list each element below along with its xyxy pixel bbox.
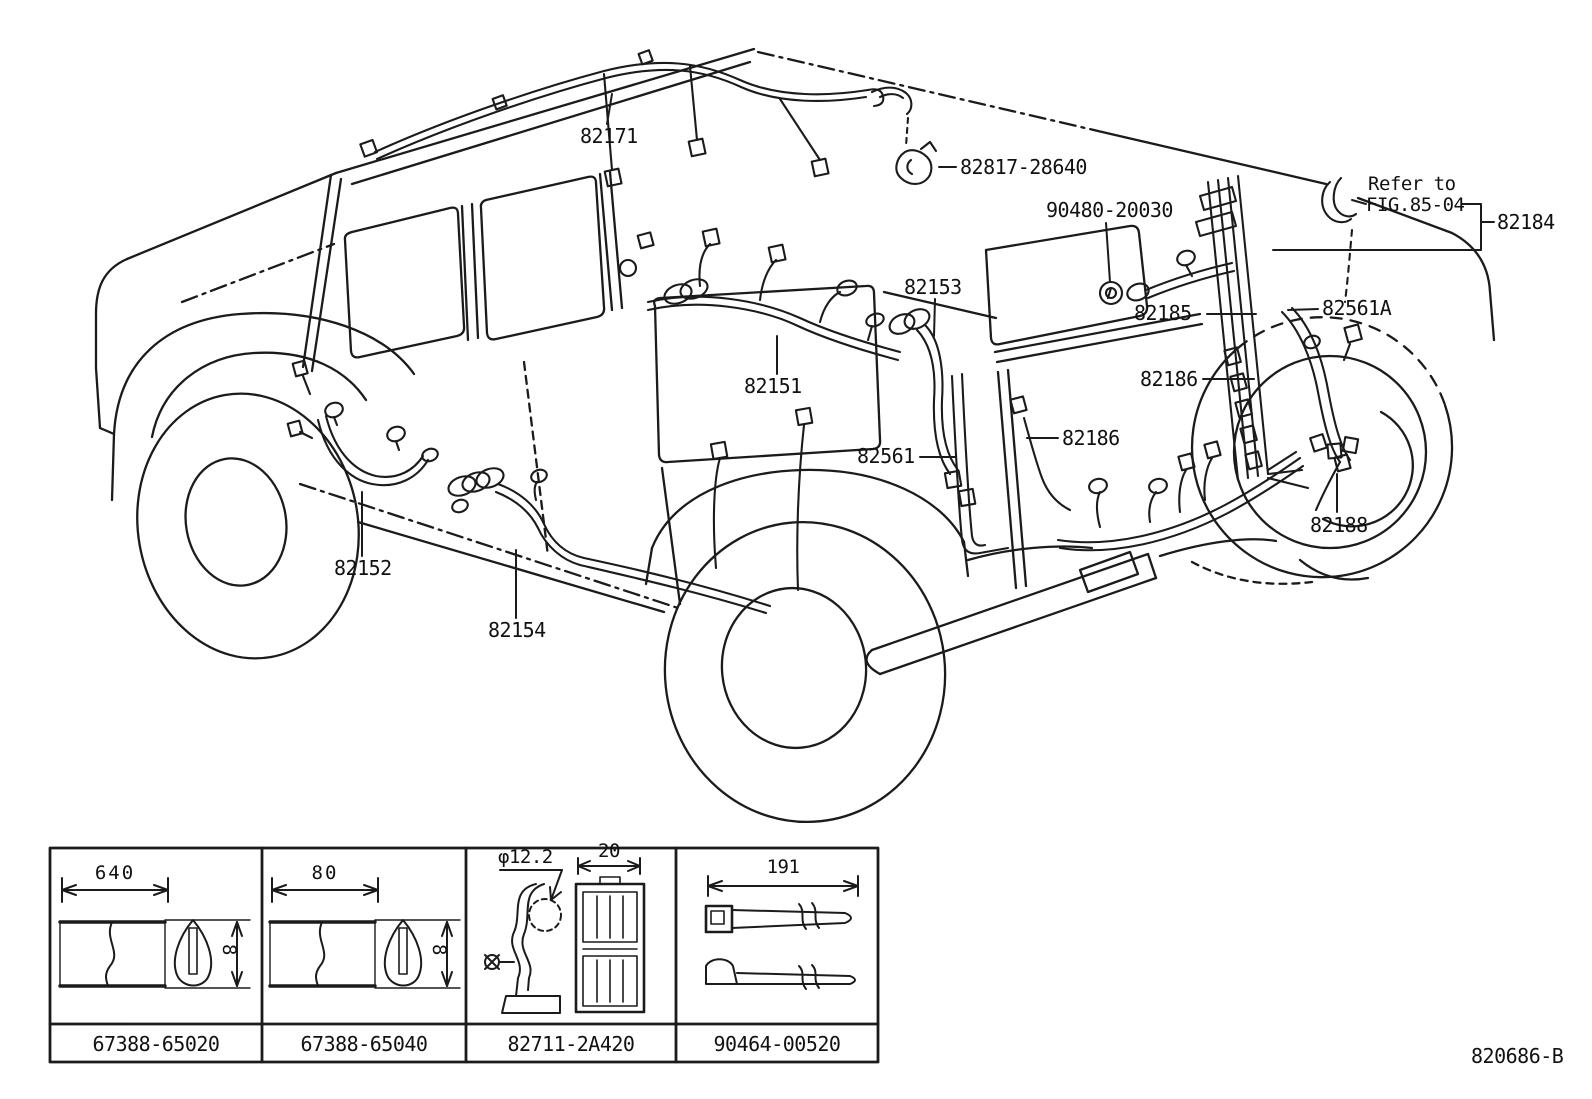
cell1-part-number: 67388-65020 — [92, 1032, 220, 1056]
spare-area-wires — [1282, 308, 1362, 510]
cell3-diameter-dim: φ12.2 — [498, 846, 553, 868]
spare-tire — [1192, 317, 1452, 579]
callout-82152: 82152 — [334, 556, 392, 580]
front-door-harness — [288, 361, 440, 485]
callout-82151: 82151 — [744, 374, 802, 398]
quarter-panel-wires — [1010, 396, 1303, 550]
callout-82185: 82185 — [1134, 301, 1192, 325]
reference-note-line2: FIG.85-04 — [1366, 194, 1465, 216]
callout-82184: 82184 — [1497, 210, 1555, 234]
drawing-code: 820686-B — [1471, 1044, 1564, 1068]
callout-82188: 82188 — [1310, 513, 1368, 537]
rear-door-no1-harness — [620, 229, 900, 360]
callout-82561: 82561 — [857, 444, 915, 468]
legend-table-borders — [50, 848, 878, 1062]
cell1-height-dim: 8 — [217, 943, 240, 958]
rear-wheel — [650, 508, 960, 836]
roof-wire-harness — [360, 50, 883, 186]
cell2-width-dim: 80 — [311, 862, 339, 884]
cell2-height-dim: 8 — [427, 943, 450, 958]
cell3-width-dim: 20 — [598, 840, 620, 862]
rear-door-lower-harness — [446, 408, 813, 613]
leader-lines — [362, 94, 1494, 618]
callout-82561A: 82561A — [1322, 296, 1392, 320]
legend-cell3-graphic — [485, 858, 644, 1013]
roof-clamp — [872, 88, 936, 184]
cell4-part-number: 90464-00520 — [713, 1032, 841, 1056]
legend-cell1-graphic — [60, 878, 250, 988]
callout-82171: 82171 — [580, 124, 638, 148]
callout-82186-rear: 82186 — [1140, 367, 1198, 391]
cell2-part-number: 67388-65040 — [300, 1032, 428, 1056]
rear-no2-wire — [1100, 248, 1234, 304]
callout-82153: 82153 — [904, 275, 962, 299]
vehicle-body-outline — [96, 49, 1494, 674]
front-wheel — [117, 376, 380, 676]
quarter-drop-harness — [886, 305, 1008, 553]
legend-cell4-graphic — [706, 876, 858, 989]
cell4-length-dim: 191 — [766, 856, 800, 878]
cell3-part-number: 82711-2A420 — [507, 1032, 635, 1056]
reference-note-line1: Refer to — [1368, 173, 1456, 195]
cell1-width-dim: 640 — [94, 862, 136, 884]
reference-harness-hook — [1322, 178, 1356, 302]
back-door-harness — [1196, 176, 1308, 488]
callout-90480-20030: 90480-20030 — [1046, 198, 1173, 222]
legend-cell2-graphic — [270, 878, 460, 988]
callout-82817-28640: 82817-28640 — [960, 155, 1087, 179]
callout-82154: 82154 — [488, 618, 546, 642]
callout-82186-quarter: 82186 — [1062, 426, 1120, 450]
